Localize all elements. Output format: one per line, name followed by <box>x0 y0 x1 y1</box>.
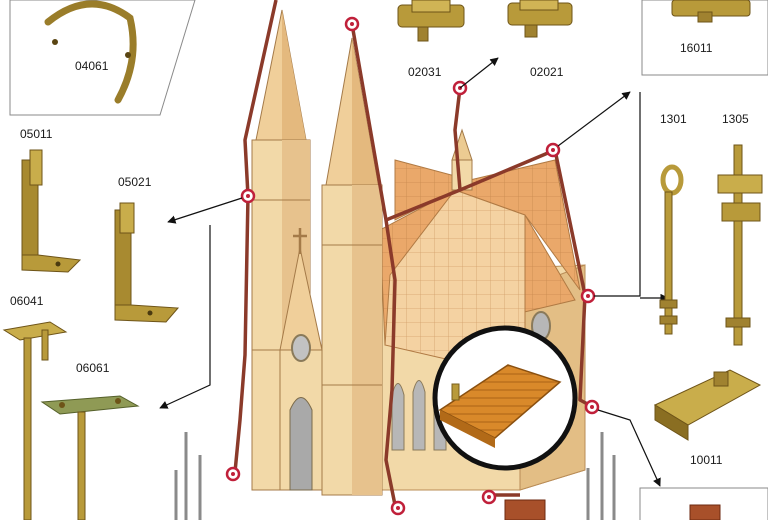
part-bottom-center <box>504 499 546 520</box>
conductor-spire <box>453 87 462 191</box>
nave-window <box>412 380 426 451</box>
roof-back <box>394 159 581 291</box>
part-16011 <box>671 0 751 23</box>
part-06041 <box>2 321 68 520</box>
part-1301 <box>659 164 684 335</box>
part-06061 <box>40 395 140 520</box>
label-06061: 06061 <box>76 361 110 375</box>
roof-tile <box>438 364 562 439</box>
label-10011: 10011 <box>690 453 723 467</box>
frame-16011 <box>641 0 768 76</box>
conductor-right-tower <box>350 23 397 506</box>
right-tower-spire-shade <box>352 38 378 185</box>
part-10011 <box>653 369 762 441</box>
conductor-left-tower <box>233 0 278 473</box>
arrow-to-02031 <box>459 57 499 89</box>
arrow-to-05021 <box>167 197 243 224</box>
part-05021 <box>114 202 180 323</box>
left-tower-spire-shade <box>282 10 306 140</box>
part-02021 <box>507 0 573 38</box>
label-02021: 02021 <box>530 65 564 79</box>
pointer-arrows <box>159 57 669 487</box>
label-16011: 16011 <box>680 41 713 55</box>
arrow-to-1301 <box>594 92 641 297</box>
church-door <box>289 397 313 491</box>
ground-rods-right <box>586 432 616 520</box>
part-04061 <box>44 0 137 104</box>
conductor-ridge <box>385 148 596 410</box>
tile-clamp <box>451 383 460 401</box>
frame-04061 <box>9 0 196 116</box>
down-conductors <box>233 0 596 506</box>
part-bottom-right <box>689 504 721 520</box>
arrow-to-06061 <box>159 225 211 409</box>
roof-tile-detail <box>432 325 578 471</box>
label-05011: 05011 <box>20 127 53 141</box>
label-05021: 05021 <box>118 175 152 189</box>
cross <box>293 228 307 254</box>
part-labels: 04061 02031 02021 16011 05011 05021 1301… <box>10 41 749 467</box>
label-1305: 1305 <box>722 112 749 126</box>
nave-window <box>391 383 405 451</box>
arrow-to-16011 <box>557 91 631 147</box>
facade-rose-window <box>291 334 311 362</box>
label-06041: 06041 <box>10 294 44 308</box>
roof-tile-edge <box>440 410 495 448</box>
label-1301: 1301 <box>660 112 687 126</box>
part-1305 <box>717 144 763 346</box>
part-02031 <box>397 0 465 42</box>
ground-rods-left <box>174 432 202 520</box>
frame-bottom-right <box>639 487 768 520</box>
label-04061: 04061 <box>75 59 109 73</box>
arrow-to-bottom-right <box>597 409 661 487</box>
label-02031: 02031 <box>408 65 442 79</box>
part-05011 <box>21 149 82 273</box>
right-tower-body-shade <box>352 185 382 495</box>
